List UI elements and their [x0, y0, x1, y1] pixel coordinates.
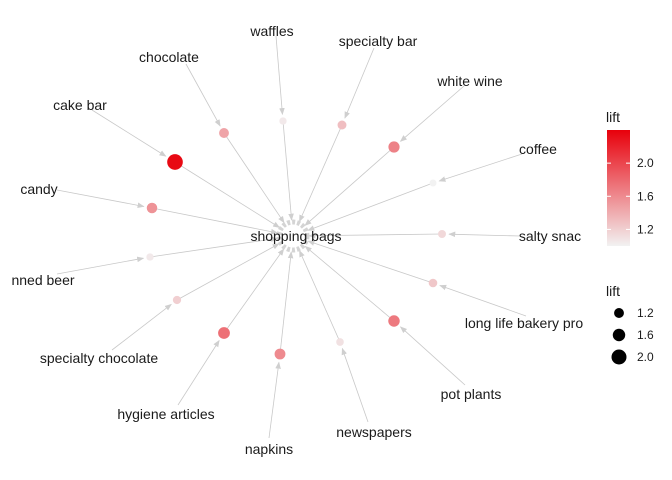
- rule-node-nned-beer: [146, 253, 154, 261]
- item-label-specialty-bar: specialty bar: [339, 33, 418, 49]
- color-legend-tick-label: 1.2: [637, 222, 654, 236]
- edge-long-life-bakery-pro-to-rule: [439, 284, 527, 317]
- item-label-pot-plants: pot plants: [441, 386, 502, 402]
- item-label-specialty-chocolate: specialty chocolate: [40, 350, 159, 366]
- edge-specialty-bar-to-center: [299, 124, 343, 223]
- item-label-long-life-bakery-pro: long life bakery pro: [465, 315, 584, 331]
- size-legend-key: [612, 328, 626, 342]
- edge-white-wine-to-rule: [399, 85, 465, 142]
- edge-pot-plants-to-rule: [399, 326, 466, 386]
- rule-node-pot-plants: [388, 315, 400, 327]
- size-legend-label: 1.2: [637, 306, 654, 320]
- item-label-waffles: waffles: [249, 23, 293, 39]
- size-legend-keys: 1.2 1.6 2.0: [611, 306, 654, 365]
- nodes-layer: [146, 117, 446, 360]
- size-legend-key: [614, 308, 624, 318]
- center-node-label: shopping bags: [250, 228, 341, 244]
- edges-layer: [56, 35, 527, 439]
- color-legend-title: lift: [606, 109, 620, 125]
- edge-newspapers-to-center: [299, 249, 341, 343]
- edge-cake-bar-to-rule: [91, 109, 167, 157]
- rule-node-cake-bar: [167, 154, 183, 170]
- edge-waffles-to-rule: [275, 35, 285, 116]
- edge-long-life-bakery-pro-to-center: [307, 240, 434, 284]
- rule-node-hygiene-articles: [218, 327, 230, 339]
- rule-node-chocolate: [219, 128, 229, 138]
- size-legend-label: 2.0: [637, 350, 654, 364]
- rule-node-long-life-bakery-pro: [428, 278, 438, 288]
- edge-salty-snac-to-center: [308, 232, 443, 239]
- edge-candy-to-center: [151, 207, 278, 235]
- edge-waffles-to-center: [282, 120, 294, 221]
- item-label-candy: candy: [20, 181, 57, 197]
- edge-nned-beer-to-center: [149, 236, 278, 258]
- edge-napkins-to-rule: [268, 361, 281, 439]
- size-legend-key: [611, 349, 627, 365]
- edge-white-wine-to-center: [304, 146, 395, 226]
- rule-node-white-wine: [388, 141, 400, 153]
- rule-node-napkins: [274, 348, 286, 360]
- edge-coffee-to-center: [307, 182, 434, 231]
- color-legend-tick-label: 2.0: [637, 156, 654, 170]
- edge-cake-bar-to-center: [174, 161, 281, 228]
- edge-specialty-bar-to-rule: [344, 47, 375, 119]
- edge-nned-beer-to-rule: [56, 256, 145, 275]
- rule-node-salty-snac: [438, 230, 446, 238]
- size-legend-label: 1.6: [637, 328, 654, 342]
- size-legend: lift 1.2 1.6 2.0: [606, 283, 654, 365]
- item-label-chocolate: chocolate: [139, 49, 199, 65]
- edge-hygiene-articles-to-rule: [177, 339, 220, 406]
- edge-candy-to-rule: [56, 189, 145, 209]
- rule-node-specialty-bar: [337, 120, 347, 130]
- item-label-nned-beer: nned beer: [11, 272, 74, 288]
- edge-salty-snac-to-rule: [448, 231, 521, 238]
- edge-specialty-chocolate-to-rule: [111, 303, 172, 351]
- item-label-coffee: coffee: [519, 141, 557, 157]
- color-legend: lift 2.0 1.6 1.2: [606, 109, 654, 246]
- item-label-hygiene-articles: hygiene articles: [117, 406, 214, 422]
- item-label-cake-bar: cake bar: [53, 97, 107, 113]
- item-label-salty-snac: salty snac: [519, 228, 581, 244]
- item-label-napkins: napkins: [245, 441, 293, 457]
- edge-napkins-to-center: [279, 251, 294, 355]
- labels-layer: waffles specialty bar white wine coffee salt…: [11, 23, 583, 457]
- size-legend-title: lift: [606, 283, 620, 299]
- rule-node-waffles: [279, 117, 287, 125]
- edge-coffee-to-rule: [438, 153, 523, 182]
- color-legend-tick-label: 1.6: [637, 189, 654, 203]
- edge-specialty-chocolate-to-center: [176, 243, 280, 301]
- item-label-white-wine: white wine: [436, 73, 503, 89]
- center-node-ring: [276, 219, 310, 253]
- rule-node-newspapers: [336, 338, 344, 346]
- edge-chocolate-to-rule: [185, 63, 221, 127]
- color-legend-ticks: 2.0 1.6 1.2: [607, 156, 654, 236]
- edge-chocolate-to-center: [223, 132, 285, 224]
- edge-pot-plants-to-center: [304, 245, 395, 322]
- edge-newspapers-to-rule: [341, 347, 369, 423]
- rule-node-candy: [146, 202, 158, 214]
- rule-node-coffee: [429, 179, 437, 187]
- center-node: shopping bags: [250, 219, 342, 253]
- edge-hygiene-articles-to-center: [223, 248, 285, 334]
- item-label-newspapers: newspapers: [336, 424, 412, 440]
- color-legend-bar: [607, 130, 630, 246]
- rule-node-specialty-chocolate: [172, 295, 182, 305]
